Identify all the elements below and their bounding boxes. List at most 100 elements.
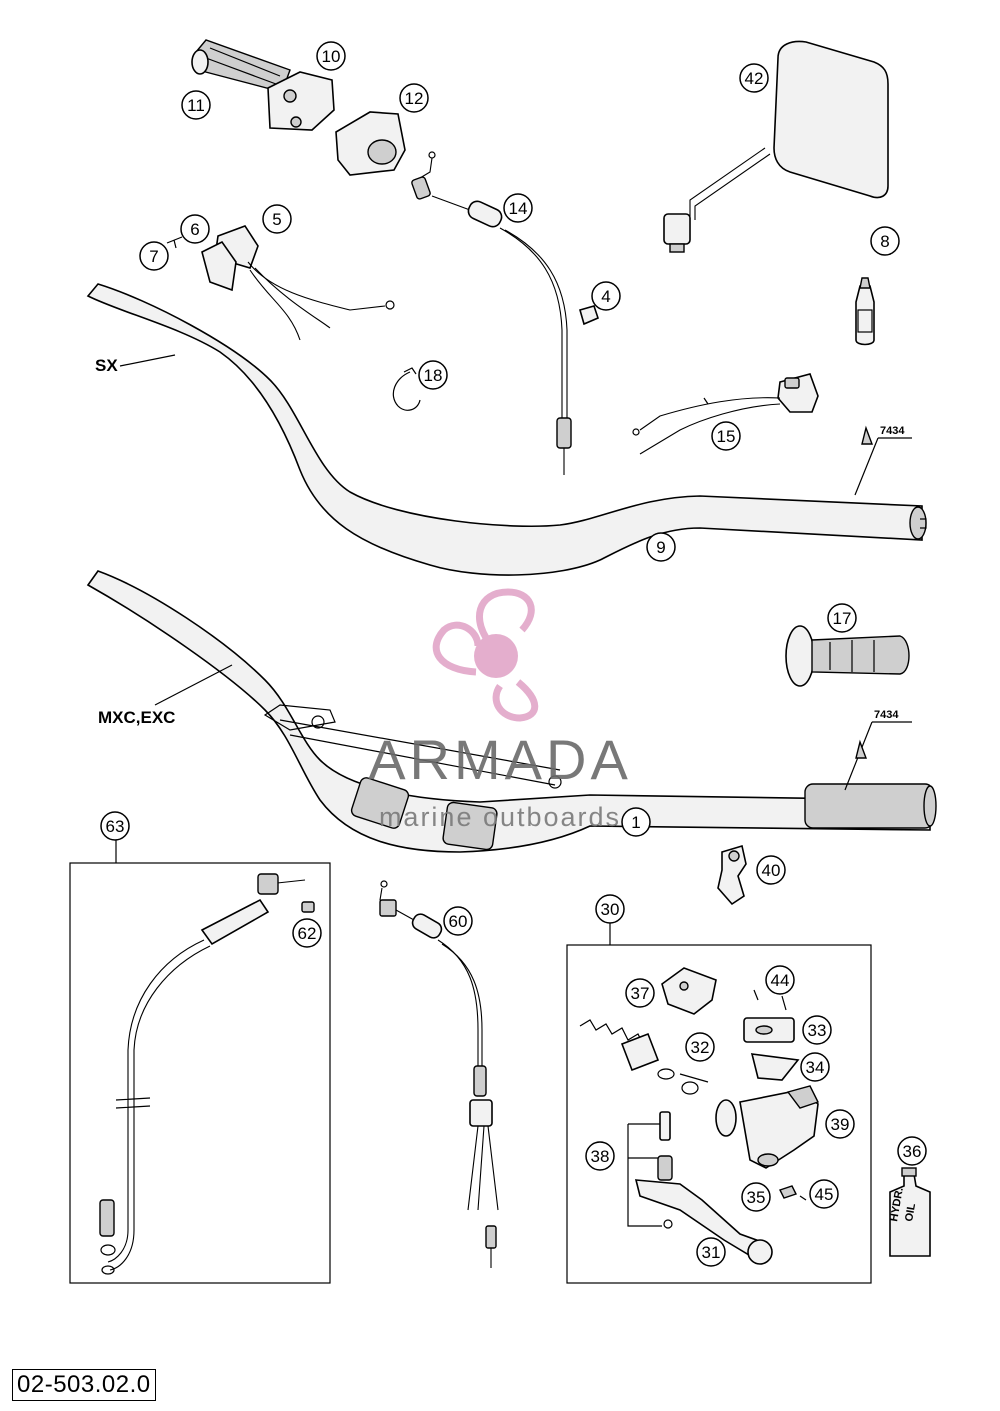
callout-circle (585, 1141, 615, 1171)
callout-10: 10 (316, 41, 346, 71)
callout-38: 38 (585, 1141, 615, 1171)
callout-8: 8 (870, 226, 900, 256)
callout-number: 39 (831, 1115, 850, 1134)
callout-1: 1 (621, 807, 651, 837)
brake-small-parts (779, 1185, 807, 1201)
callout-number: 63 (106, 817, 125, 836)
cable-tie (392, 367, 421, 411)
hot-start-cable (379, 880, 499, 1268)
throttle-cover (335, 111, 406, 176)
oil-bottle-label-line1: HYDR. (888, 1187, 906, 1223)
callout-circle (399, 83, 429, 113)
callout-circle (870, 226, 900, 256)
brake-clamp-top (661, 967, 717, 1015)
handlebar-sx (86, 283, 927, 576)
callout-number: 44 (771, 971, 790, 990)
callout-number: 1 (631, 813, 640, 832)
callout-number: 4 (601, 287, 610, 306)
callout-number: 6 (190, 220, 199, 239)
callout-number: 9 (656, 538, 665, 557)
throttle-grip (191, 39, 291, 93)
callout-63: 63 (100, 811, 130, 841)
leader-sx (119, 354, 176, 367)
callout-number: 18 (424, 366, 443, 385)
callout-number: 32 (691, 1038, 710, 1057)
callout-32: 32 (685, 1032, 715, 1062)
callout-number: 14 (509, 199, 528, 218)
callout-number: 33 (808, 1021, 827, 1040)
handlebar-mxc-exc (86, 570, 937, 853)
callout-number: 7 (149, 247, 158, 266)
callout-number: 34 (806, 1058, 825, 1077)
callout-circle (711, 421, 741, 451)
callout-18: 18 (418, 360, 448, 390)
diagram-code: 02-503.02.0 (12, 1369, 156, 1401)
grip (785, 625, 910, 687)
clutch-cable (99, 873, 315, 1275)
callout-circle (292, 918, 322, 948)
callout-circle (100, 811, 130, 841)
throttle-cable (411, 151, 599, 475)
callout-circle (139, 241, 169, 271)
callout-9: 9 (646, 532, 676, 562)
watermark-brand: ARMADA (368, 728, 632, 791)
callout-circle (262, 204, 292, 234)
callout-31: 31 (696, 1237, 726, 1267)
brake-screws-and-cover (743, 989, 800, 1081)
reference-number-upper: 7434 (880, 425, 905, 437)
callout-39: 39 (825, 1109, 855, 1139)
callout-circle (316, 41, 346, 71)
callout-number: 40 (762, 861, 781, 880)
callout-circle (741, 1182, 771, 1212)
leader-mxc-exc (154, 664, 233, 706)
callout-circle (621, 807, 651, 837)
callout-number: 12 (405, 89, 424, 108)
callout-number: 17 (833, 609, 852, 628)
thread-lock-bottle (855, 277, 875, 346)
callout-15: 15 (711, 421, 741, 451)
brake-master-cylinder (715, 1085, 819, 1169)
start-switch (632, 373, 819, 455)
callout-62: 62 (292, 918, 322, 948)
callout-circle (180, 214, 210, 244)
callout-circle (800, 1052, 830, 1082)
callout-number: 11 (187, 96, 205, 115)
watermark-tagline: marine outboards (379, 802, 621, 832)
callout-circle (418, 360, 448, 390)
mirror-clamp (717, 844, 747, 906)
callout-circle (503, 193, 533, 223)
callout-45: 45 (809, 1179, 839, 1209)
callout-number: 62 (298, 924, 317, 943)
watermark: ARMADA marine outboards (368, 588, 632, 832)
callout-number: 8 (880, 232, 889, 251)
callout-44: 44 (765, 965, 795, 995)
callout-circle (827, 603, 857, 633)
callout-7: 7 (139, 241, 169, 271)
kill-switch-clamp (166, 225, 395, 341)
callout-number: 37 (631, 984, 650, 1003)
variant-label-sx: SX (95, 356, 118, 375)
callout-33: 33 (802, 1015, 832, 1045)
callout-circle (443, 906, 473, 936)
reference-7434-lower: 7434 (844, 709, 912, 791)
callout-circle (897, 1136, 927, 1166)
callout-30: 30 (595, 894, 625, 924)
callout-4: 4 (591, 281, 621, 311)
callout-5: 5 (262, 204, 292, 234)
callout-42: 42 (739, 63, 769, 93)
callout-36: 36 (897, 1136, 927, 1166)
callout-17: 17 (827, 603, 857, 633)
callout-circle (696, 1237, 726, 1267)
callout-6: 6 (180, 214, 210, 244)
callout-number: 35 (747, 1188, 766, 1207)
callout-circle (625, 978, 655, 1008)
reference-7434-upper: 7434 (854, 425, 912, 496)
callout-circle (809, 1179, 839, 1209)
throttle-housing (267, 71, 335, 131)
callout-circle (739, 63, 769, 93)
callout-number: 5 (272, 210, 281, 229)
callout-circle (685, 1032, 715, 1062)
brake-lever (627, 1111, 773, 1265)
